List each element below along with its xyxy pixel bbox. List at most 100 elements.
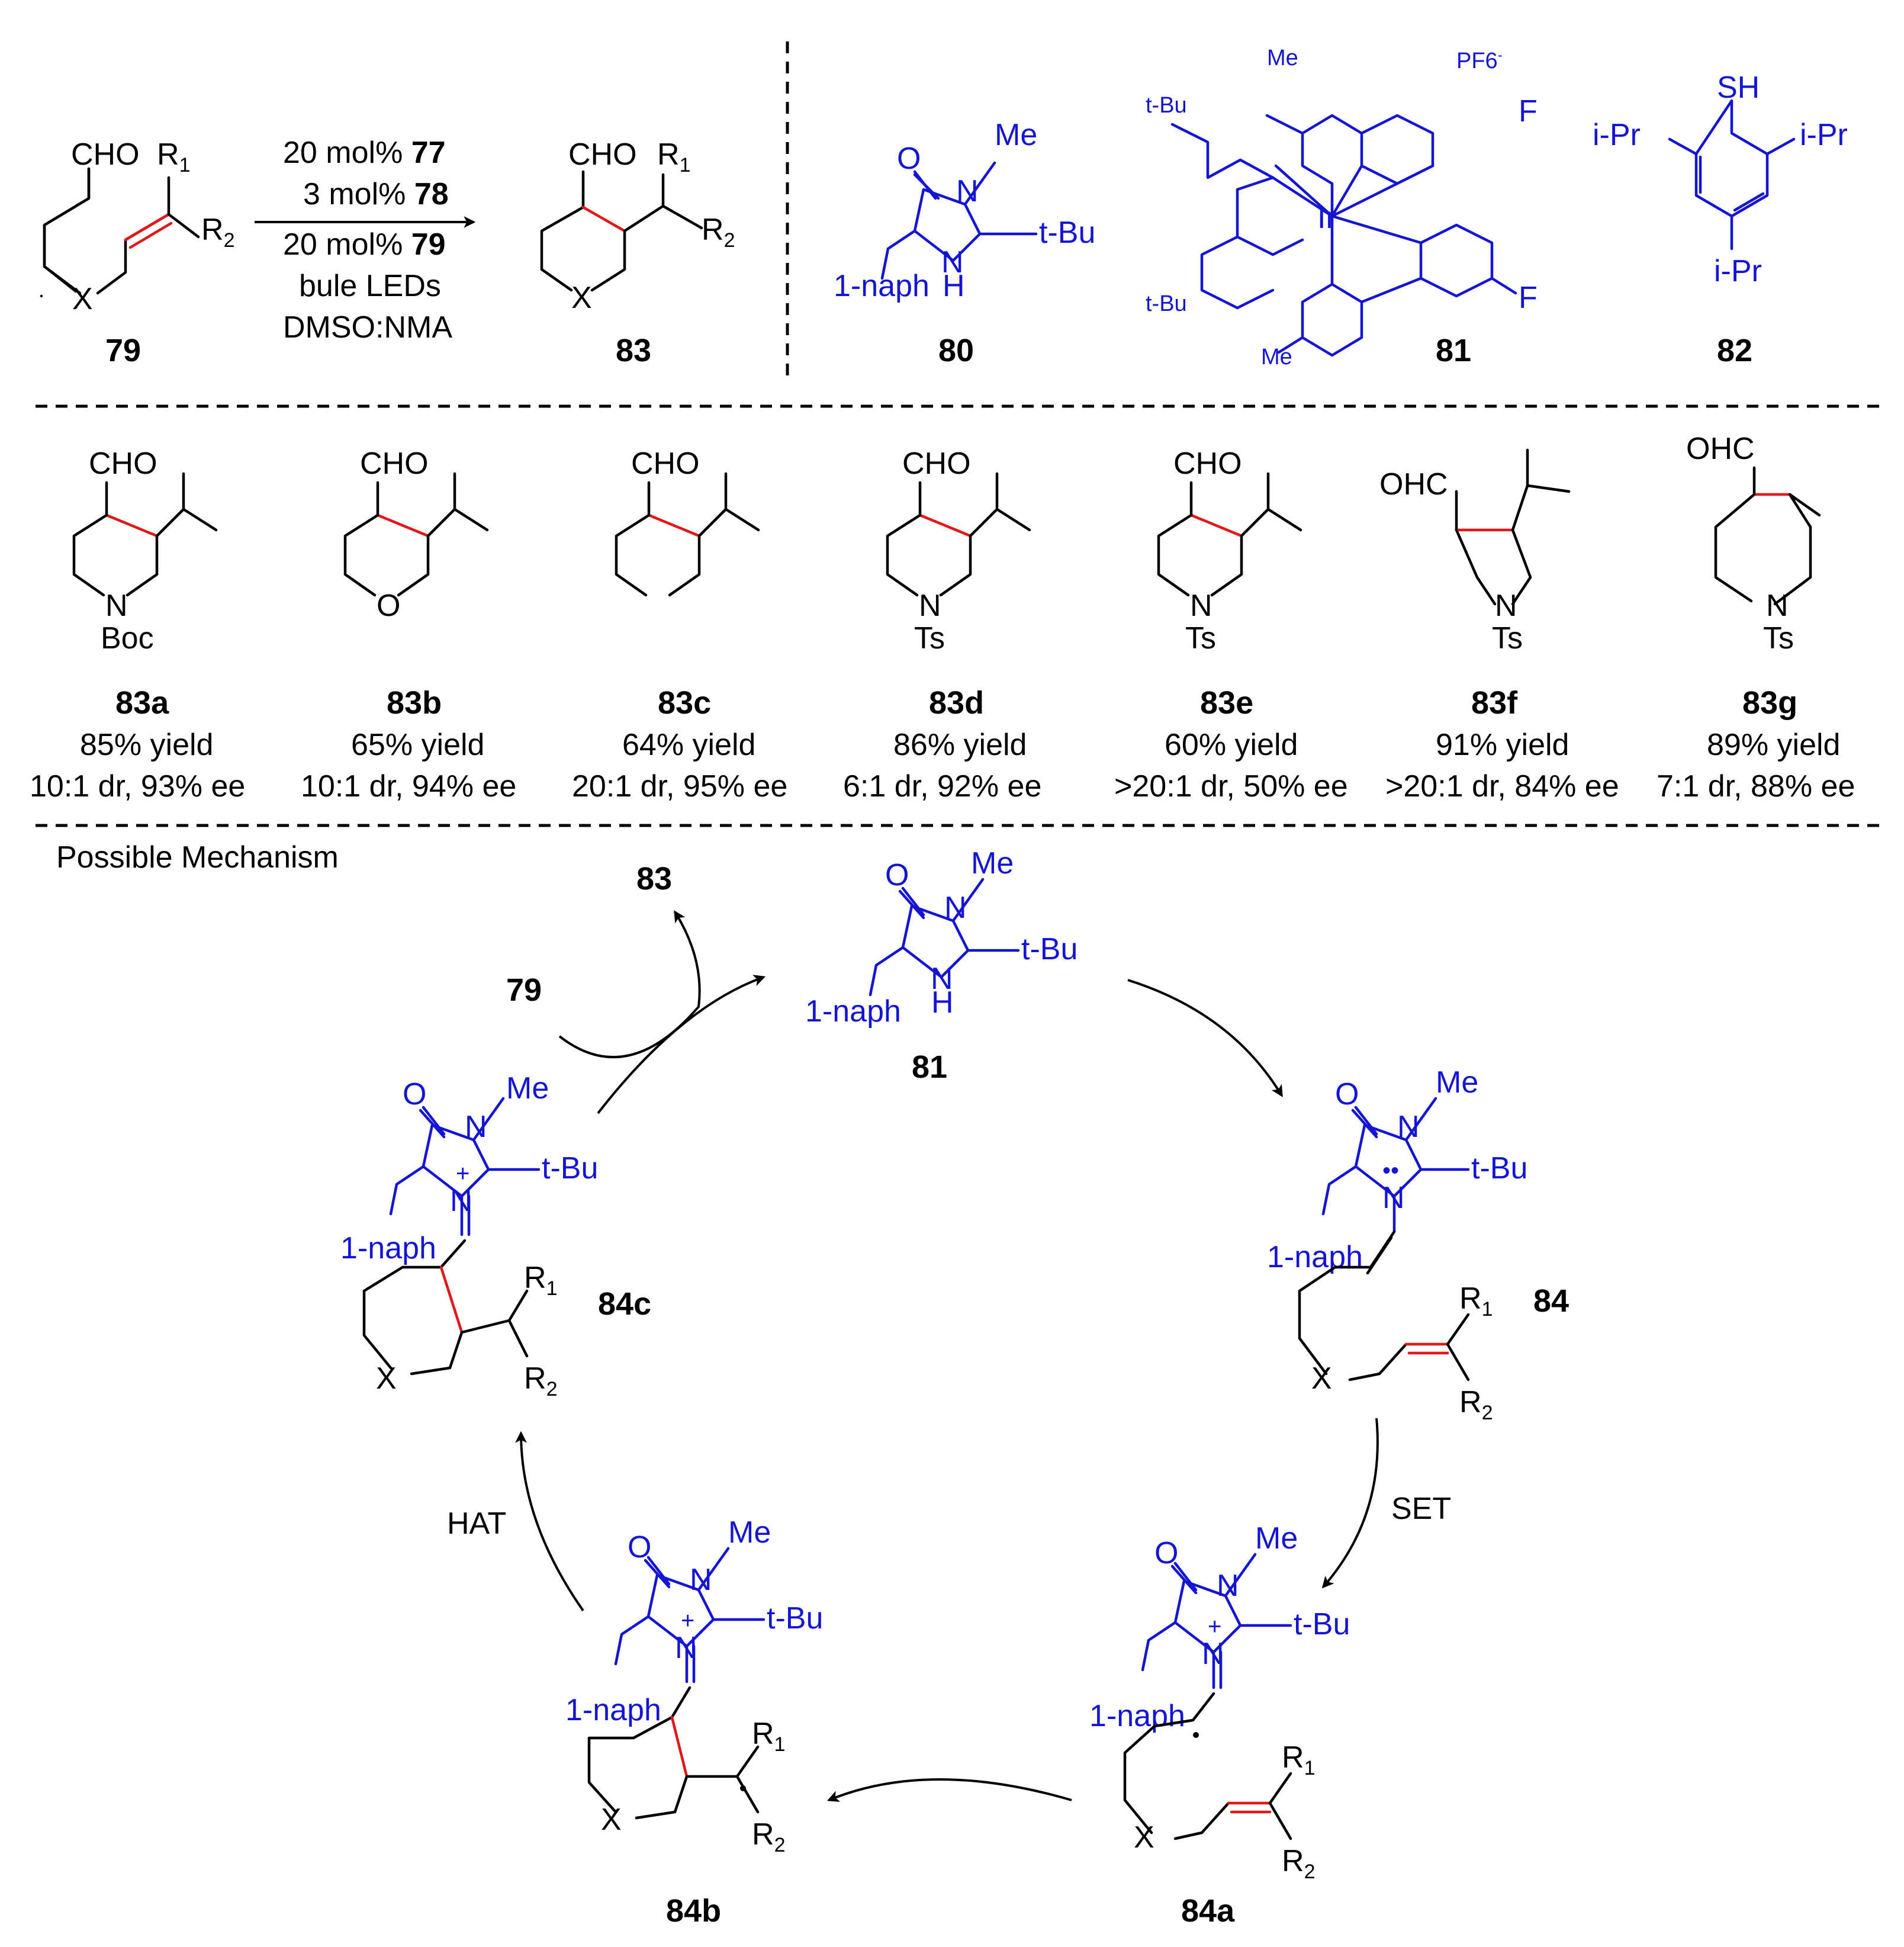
intermediate-84: O N Me t-Bu N •• 1-naph X R1 R2 84: [1267, 1065, 1569, 1424]
svg-text:Me: Me: [1261, 345, 1292, 370]
protecting-group-label: Ts: [1185, 621, 1216, 656]
svg-text:O: O: [628, 1530, 651, 1564]
pf6-label: PF6-: [1456, 47, 1503, 73]
selectivity-text: 10:1 dr, 93% ee: [30, 769, 245, 804]
svg-text:N: N: [941, 245, 964, 279]
svg-text:i-Pr: i-Pr: [1714, 254, 1762, 288]
svg-text:H: H: [943, 269, 965, 303]
svg-text:X: X: [1311, 1361, 1332, 1396]
ohc-label: OHC: [1686, 432, 1755, 466]
heteroatom-label: O: [377, 589, 400, 623]
svg-text:N: N: [675, 1631, 697, 1665]
conditions: 20 mol% 77 3 mol% 78 20 mol% 79 bule LED…: [283, 136, 452, 345]
heteroatom-label: N: [1495, 589, 1517, 623]
svg-text:81: 81: [912, 1049, 947, 1085]
yield-text: 91% yield: [1436, 728, 1569, 762]
sm-label: 79: [105, 333, 141, 368]
compound-id: 83g: [1742, 685, 1797, 721]
svg-text:t-Bu: t-Bu: [542, 1151, 598, 1185]
svg-text:i-Pr: i-Pr: [1800, 118, 1848, 152]
scope-entry-83g: OHC NTs 83g 89% yield 7:1 dr, 88% ee: [1657, 432, 1855, 804]
svg-text:Me: Me: [1436, 1065, 1478, 1100]
yield-text: 64% yield: [622, 728, 755, 762]
protecting-group-label: Ts: [1492, 621, 1523, 656]
compound-id: 83b: [387, 685, 442, 721]
svg-text:+: +: [681, 1608, 694, 1634]
compound-id: 83d: [929, 685, 984, 721]
svg-text:R2: R2: [1282, 1844, 1315, 1883]
svg-text:R2: R2: [752, 1817, 785, 1856]
x-label: X: [72, 282, 93, 316]
svg-text:R2: R2: [524, 1361, 557, 1400]
svg-text:R1: R1: [524, 1261, 557, 1300]
svg-text:R1: R1: [752, 1717, 785, 1756]
svg-text:O: O: [897, 142, 921, 176]
svg-text:t-Bu: t-Bu: [1294, 1607, 1350, 1641]
svg-text:O: O: [1154, 1536, 1178, 1570]
svg-text:F: F: [1519, 281, 1538, 315]
scope-entry-83c: CHO 83c 64% yield 20:1 dr, 95% ee: [572, 446, 787, 804]
svg-text:R1: R1: [657, 137, 690, 176]
heteroatom-label: N: [1766, 589, 1789, 623]
svg-text:Me: Me: [971, 846, 1014, 881]
svg-text:84c: 84c: [598, 1286, 651, 1322]
hat-arrow: [515, 1431, 584, 1612]
svg-text:20 mol% 79: 20 mol% 79: [283, 227, 446, 262]
selectivity-text: 10:1 dr, 94% ee: [301, 769, 516, 804]
svg-text:1-naph: 1-naph: [340, 1231, 436, 1265]
svg-text:t-Bu: t-Bu: [1146, 291, 1187, 316]
svg-text:X: X: [601, 1803, 622, 1837]
svg-text:R1: R1: [1282, 1740, 1315, 1779]
yield-text: 89% yield: [1707, 728, 1840, 762]
set-arrow: [1321, 1418, 1379, 1589]
protecting-group-label: Ts: [1763, 621, 1794, 656]
svg-text:R2: R2: [1459, 1385, 1493, 1424]
svg-text:84: 84: [1533, 1283, 1569, 1319]
selectivity-text: 20:1 dr, 95% ee: [572, 769, 787, 804]
svg-text:1-naph: 1-naph: [1089, 1699, 1185, 1733]
svg-text:N: N: [1202, 1637, 1224, 1671]
svg-text:t-Bu: t-Bu: [1039, 216, 1095, 250]
svg-text:Me: Me: [506, 1071, 549, 1106]
ohc-label: OHC: [1379, 467, 1448, 502]
yield-text: 86% yield: [893, 728, 1027, 762]
svg-text:t-Bu: t-Bu: [1146, 93, 1187, 118]
product-83: CHO R1 R2 X 83: [540, 137, 735, 368]
mech-product: 83: [636, 861, 672, 897]
selectivity-text: 6:1 dr, 92% ee: [843, 769, 1041, 804]
svg-text:X: X: [571, 281, 592, 315]
svg-text:+: +: [456, 1161, 469, 1187]
release-arrow: [558, 910, 701, 1059]
svg-text:CHO: CHO: [568, 137, 637, 172]
svg-text:1-naph: 1-naph: [1267, 1240, 1363, 1274]
cho-label: CHO: [1173, 446, 1242, 481]
heteroatom-label: N: [919, 589, 941, 623]
intermediate-84c: O N Me t-Bu N + 1-naph X R1 R2 84c: [340, 1071, 651, 1400]
compound-id: 83c: [658, 685, 711, 721]
svg-text:R2: R2: [201, 213, 234, 252]
yield-text: 85% yield: [80, 728, 213, 762]
intermediate-84a: O N Me t-Bu N + 1-naph X R1 R2 84a: [1089, 1521, 1350, 1929]
cho-label: CHO: [89, 446, 157, 481]
svg-text:N: N: [465, 1110, 487, 1144]
cho-label: CHO: [631, 446, 700, 481]
selectivity-text: 7:1 dr, 88% ee: [1657, 769, 1855, 804]
svg-text:1-naph: 1-naph: [805, 994, 901, 1029]
svg-text:84a: 84a: [1181, 1893, 1235, 1929]
amine-label: 80: [938, 333, 974, 368]
selectivity-text: >20:1 dr, 50% ee: [1114, 769, 1348, 804]
compound-id: 83f: [1471, 685, 1518, 721]
svg-text:R2: R2: [702, 213, 735, 252]
cond-3: 20 mol%: [283, 227, 411, 262]
svg-text:20 mol% 77: 20 mol% 77: [283, 136, 446, 170]
svg-text:N: N: [1217, 1569, 1239, 1603]
mechanism-title: Possible Mechanism: [56, 840, 339, 875]
svg-text:N: N: [956, 174, 979, 208]
svg-text:Me: Me: [1255, 1521, 1298, 1556]
svg-text:84b: 84b: [666, 1893, 721, 1929]
heteroatom-label: N: [105, 589, 128, 623]
